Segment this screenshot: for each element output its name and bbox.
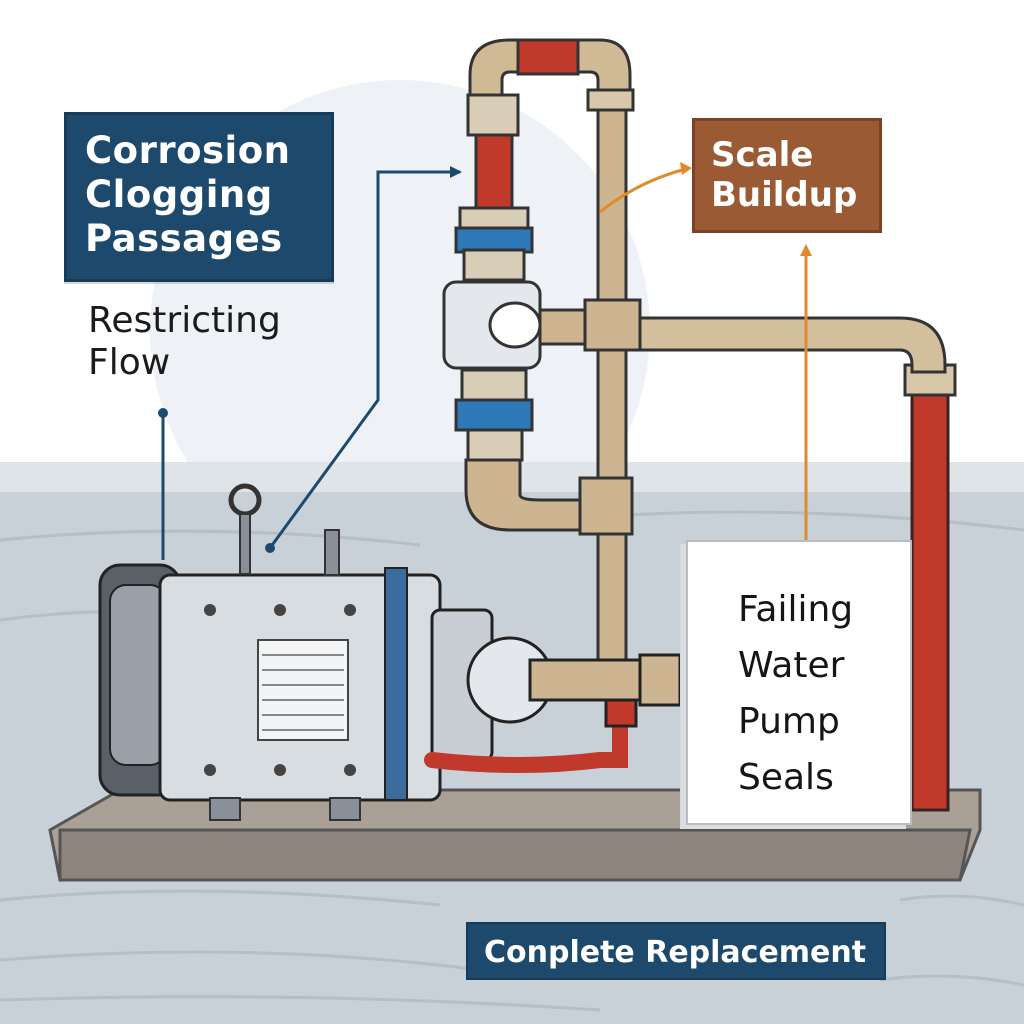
pointer-arrow-scale [680,162,692,175]
red-pipe-right [910,378,950,812]
restricting-label-line-1: Restricting [88,300,281,341]
blue-ring-top [454,226,534,254]
motor-bolts [204,604,356,776]
scale-buildup-label: Scale Buildup [692,118,882,233]
valve-nut-middle [462,248,526,282]
pipe-fitting [586,88,635,112]
corrosion-label: Corrosion Clogging Passages [64,112,334,282]
complete-replacement-label: Conplete Replacement [466,922,886,980]
motor-fan-grille [109,584,167,766]
failing-label-line-1: Failing [738,589,854,630]
failing-label-line-4: Seals [738,757,834,798]
corrosion-label-line-1: Corrosion [85,129,291,172]
valve-nut-top [466,93,520,137]
restricting-label-line-2: Flow [88,342,171,383]
vent-plug [324,529,340,576]
corrosion-label-line-3: Passages [85,217,283,260]
pointer-dot-restricting [158,408,168,418]
motor-foot-right [329,797,361,821]
red-pipe-top [516,38,580,76]
pump-outlet-fitting [638,653,682,707]
valve-nut-bottom [466,428,524,462]
failing-seals-label: Failing Water Pump Seals [686,540,912,825]
corrosion-label-line-2: Clogging [85,173,273,216]
scale-label-line-2: Buildup [711,175,858,215]
lower-tee-fitting [578,476,634,536]
motor-strap [384,567,408,801]
horizontal-pipe [638,316,947,374]
red-pipe-section [474,133,514,212]
vertical-brass-pipe [596,93,628,667]
lifting-eye-stem [239,513,251,575]
blue-ring-bottom [454,398,534,432]
pointer-arrow-corrosion [450,166,462,178]
pointer-dot-corrosion [265,543,275,553]
pointer-line-scale [599,166,691,214]
scale-label-line-1: Scale [711,135,814,175]
pointer-arrow-failing [800,244,812,256]
pointer-line-corrosion [268,170,460,549]
valve-nut-lower [460,368,528,402]
red-hose-fitting [604,698,638,728]
restricting-flow-label: Restricting Flow [88,300,281,384]
motor-nameplate [257,639,349,741]
valve-port [488,301,542,349]
base-platform-front [58,828,972,882]
tee-fitting [583,298,642,352]
motor-foot-left [209,797,241,821]
failing-label-line-3: Pump [738,701,840,742]
red-drain-hose [424,712,628,773]
motor-fins [262,654,344,731]
failing-label-line-2: Water [738,645,845,686]
pump-outlet-pipe [528,658,652,702]
